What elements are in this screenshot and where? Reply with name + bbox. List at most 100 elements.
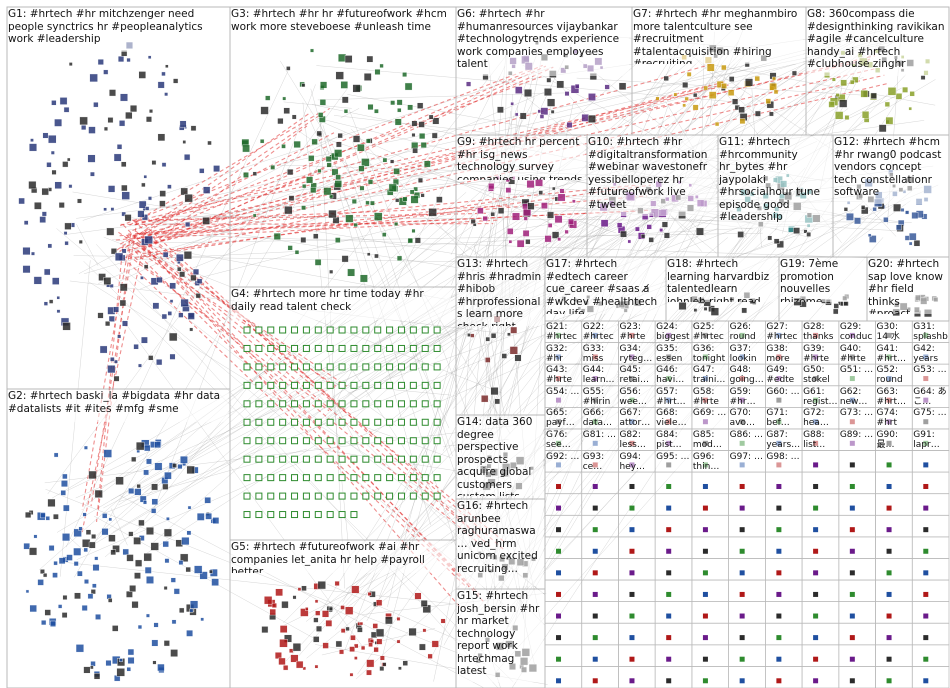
node [813, 332, 819, 338]
minor-group-box [838, 493, 876, 516]
minor-group-box [618, 536, 656, 559]
node [762, 175, 769, 182]
node [520, 657, 529, 666]
edge-highlight [139, 74, 885, 247]
node [592, 397, 598, 403]
node [335, 71, 344, 80]
edge-highlight [123, 65, 547, 260]
node [526, 180, 535, 189]
node [338, 326, 346, 334]
node [508, 558, 516, 565]
node [127, 657, 135, 664]
node [420, 193, 425, 198]
node [187, 312, 195, 320]
node [362, 381, 370, 389]
node [760, 54, 768, 62]
node [374, 326, 382, 334]
node [396, 616, 401, 621]
minor-group-box [544, 450, 583, 473]
node [133, 537, 142, 545]
node [350, 381, 358, 389]
edge [316, 65, 734, 103]
node [421, 492, 429, 500]
node [629, 376, 635, 382]
node [655, 96, 660, 101]
node [408, 627, 417, 636]
node [77, 198, 82, 204]
node [320, 81, 328, 89]
node [302, 418, 310, 426]
node [105, 321, 111, 327]
node [195, 293, 201, 299]
node [409, 189, 415, 195]
node [485, 357, 491, 363]
node [316, 130, 322, 137]
node [431, 132, 438, 139]
node [93, 673, 101, 680]
node [866, 61, 874, 68]
node [556, 613, 562, 619]
node [138, 71, 147, 79]
node [164, 471, 172, 480]
node [169, 353, 176, 360]
node [283, 107, 290, 114]
node [271, 602, 277, 608]
node [386, 437, 394, 445]
node [47, 243, 53, 249]
node [162, 540, 169, 548]
node [849, 570, 855, 576]
edge [283, 422, 482, 624]
node [243, 492, 251, 500]
node [600, 219, 609, 227]
node [714, 121, 720, 127]
node [806, 188, 812, 195]
node [783, 191, 793, 201]
node [666, 397, 672, 403]
node [497, 106, 504, 114]
node [279, 400, 287, 408]
minor-group-box [654, 601, 693, 624]
node [739, 332, 745, 338]
node [397, 455, 405, 463]
node [196, 512, 205, 521]
minor-group-box [654, 558, 693, 581]
node [663, 232, 670, 239]
node [145, 116, 152, 123]
node [886, 505, 892, 511]
edge-highlight [116, 111, 312, 251]
node [702, 527, 708, 533]
minor-group-box [801, 342, 840, 365]
node [338, 511, 346, 519]
node [125, 41, 134, 49]
node [94, 489, 103, 498]
node [374, 344, 382, 352]
node [702, 397, 708, 403]
node [37, 579, 44, 586]
minor-group-box [765, 428, 803, 451]
edge [344, 277, 490, 651]
node [313, 617, 319, 623]
node [338, 53, 347, 62]
node [482, 215, 488, 222]
node [108, 315, 115, 322]
node [831, 77, 836, 82]
node [561, 296, 567, 301]
node [291, 492, 299, 500]
node [121, 50, 128, 57]
node [739, 483, 745, 489]
node [923, 440, 929, 446]
minor-group-box [911, 622, 950, 646]
node [294, 250, 300, 255]
minor-group-box [911, 428, 950, 451]
node [83, 445, 88, 450]
node [73, 547, 82, 556]
node [56, 296, 60, 300]
minor-group-box [728, 579, 766, 602]
node [350, 326, 358, 334]
node [347, 268, 356, 277]
node [61, 612, 68, 618]
node [556, 80, 565, 89]
node [556, 527, 562, 533]
node [908, 232, 917, 241]
node [283, 665, 289, 671]
